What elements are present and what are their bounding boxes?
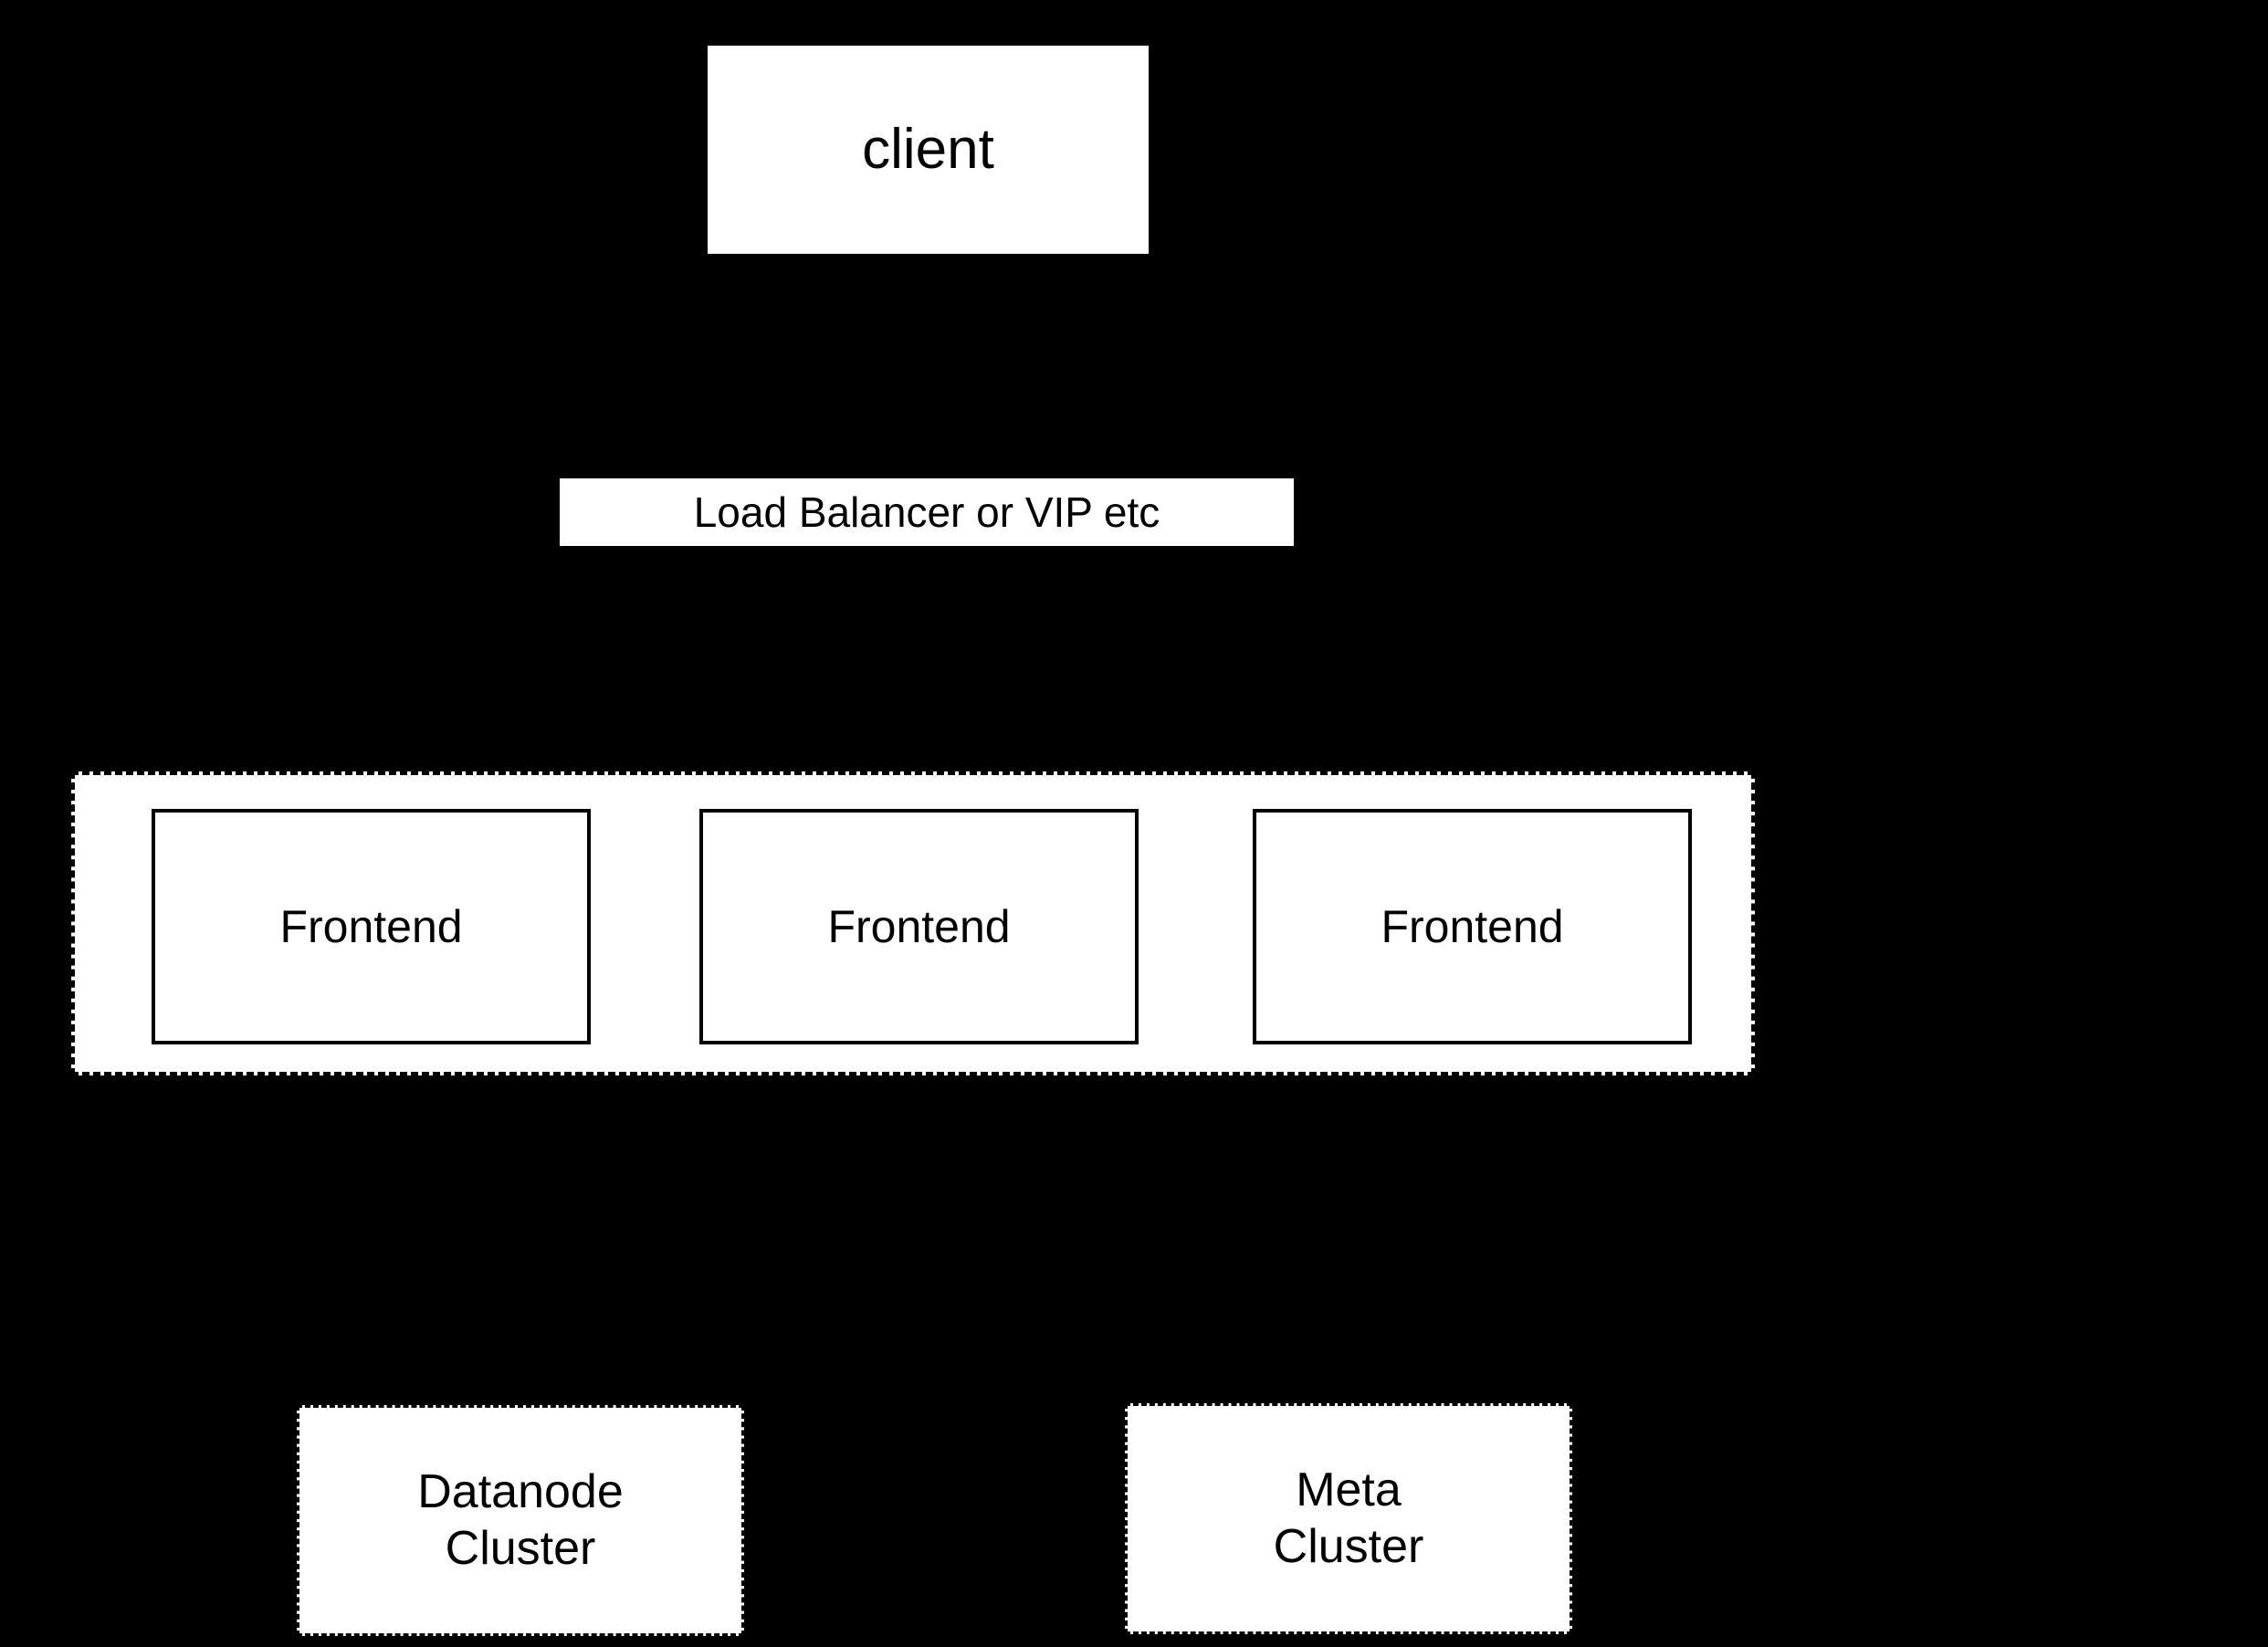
node-meta-cluster[interactable]: Meta Cluster [1125, 1403, 1572, 1634]
node-load-balancer-label: Load Balancer or VIP etc [693, 488, 1160, 536]
node-meta-cluster-label: Meta Cluster [1273, 1463, 1424, 1573]
node-frontend-1-label: Frontend [279, 900, 463, 952]
node-frontend-3[interactable]: Frontend [1253, 809, 1692, 1044]
node-frontend-1[interactable]: Frontend [152, 809, 591, 1044]
node-client[interactable]: client [708, 46, 1149, 254]
node-frontend-2-label: Frontend [827, 900, 1011, 952]
node-frontend-3-label: Frontend [1381, 900, 1564, 952]
node-frontend-2[interactable]: Frontend [699, 809, 1139, 1044]
node-datanode-cluster-label: Datanode Cluster [417, 1465, 624, 1575]
group-frontend-cluster[interactable]: Frontend Frontend Frontend [71, 771, 1755, 1075]
node-load-balancer[interactable]: Load Balancer or VIP etc [560, 478, 1294, 546]
node-datanode-cluster[interactable]: Datanode Cluster [297, 1405, 744, 1636]
node-client-label: client [862, 118, 994, 182]
